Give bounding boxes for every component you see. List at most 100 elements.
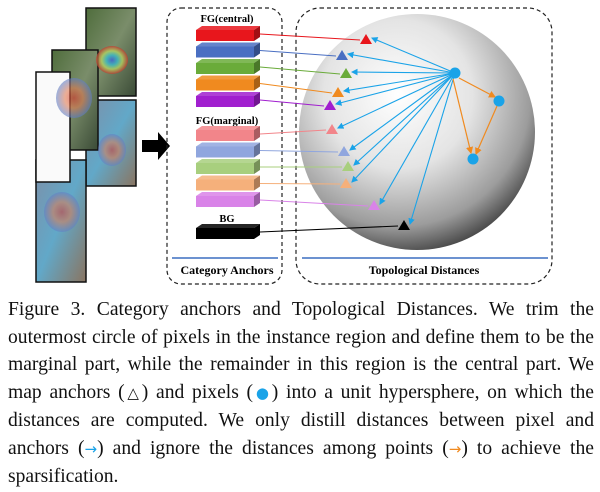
pixel-point	[467, 153, 479, 165]
pixel-anchor-links	[334, 37, 456, 226]
heatmap-overlay	[44, 192, 80, 232]
pixel-anchor-arrow	[334, 72, 456, 106]
anchor-triangle-icon	[338, 146, 350, 156]
topological-distances-title: Topological Distances	[369, 263, 480, 277]
point-link-arrow	[458, 77, 497, 98]
anchor-bar	[196, 130, 254, 141]
pixel-points	[449, 67, 505, 165]
caption-text: Category anchors and Topological Distanc…	[8, 299, 594, 403]
pixel-anchor-arrow	[351, 72, 456, 183]
anchor-triangle-icon: △	[124, 383, 142, 402]
anchor-bar-top	[196, 224, 260, 228]
figure-caption: Figure 3. Category anchors and Topologic…	[8, 296, 594, 491]
anchor-bar	[196, 63, 254, 74]
topological-distances-panel	[295, 7, 553, 285]
anchor-bar	[196, 46, 254, 58]
pixel-point	[449, 67, 461, 79]
anchor-triangle-icon	[360, 34, 372, 44]
anchor-bar-side	[254, 175, 260, 191]
caption-label: Figure 3.	[8, 299, 86, 320]
pixel-anchor-arrow	[346, 51, 456, 74]
input-image-stack	[35, 7, 137, 283]
anchor-connector-line	[259, 149, 339, 153]
anchor-bar	[196, 79, 254, 91]
bg-label: BG	[219, 214, 234, 225]
anchor-bar	[196, 30, 254, 41]
anchor-connector-line	[259, 225, 399, 233]
pixel-anchor-arrow	[370, 37, 456, 74]
orange-arrow-icon: →	[448, 439, 462, 458]
category-anchors-title: Category Anchors	[181, 263, 274, 277]
anchor-bar	[196, 146, 254, 158]
anchor-triangles	[324, 34, 410, 230]
anchor-bar-top	[196, 26, 260, 30]
anchor-triangle-icon	[340, 68, 352, 78]
anchor-triangle-icon	[336, 50, 348, 60]
anchor-bar-top	[196, 42, 260, 47]
anchor-bar-side	[254, 224, 260, 239]
caption-text: ) to achieve the sparsification.	[8, 437, 594, 488]
anchor-bar-side	[254, 159, 260, 174]
anchor-bar	[196, 163, 254, 174]
anchor-connector-line	[259, 199, 369, 207]
pixel-anchor-arrow	[349, 72, 456, 151]
anchor-connector-line	[259, 99, 325, 107]
anchor-connector-line	[259, 82, 333, 94]
anchor-bar-top	[196, 59, 260, 63]
caption-text: ) and ignore the distances among points …	[97, 437, 449, 459]
anchor-triangle-icon	[368, 200, 380, 210]
anchor-connector-line	[259, 129, 327, 135]
anchor-bar-top	[196, 142, 260, 147]
anchor-bar-side	[254, 142, 260, 158]
caption-paragraph: Figure 3. Category anchors and Topologic…	[8, 296, 594, 491]
caption-text: ) into a unit hypersphere, on which the …	[8, 381, 595, 459]
anchor-bar-top	[196, 159, 260, 163]
anchor-bar	[196, 228, 254, 239]
anchor-connector-line	[259, 66, 341, 75]
pixel-anchor-arrow	[353, 72, 456, 166]
heatmap-overlay	[56, 78, 92, 118]
flow-arrow-icon	[142, 132, 170, 160]
anchor-bar-side	[254, 126, 260, 141]
anchor-connectors	[259, 33, 399, 233]
anchor-bar-side	[254, 75, 260, 91]
point-links	[452, 77, 498, 156]
pixel-dot-icon: ●	[253, 383, 272, 402]
anchor-bar-side	[254, 42, 260, 58]
pixel-anchor-arrow	[408, 72, 456, 226]
anchor-bar-top	[196, 92, 260, 96]
anchor-bars	[196, 26, 260, 239]
point-link-arrow	[475, 105, 498, 156]
anchor-bar	[196, 179, 254, 191]
anchor-triangle-icon	[326, 124, 338, 134]
anchor-bar-top	[196, 126, 260, 130]
caption-text: ) and pixels (	[141, 381, 254, 403]
unit-hypersphere	[299, 14, 535, 250]
figure-3-diagram: Category Anchors FG(central) FG(marginal…	[35, 7, 553, 285]
heatmap-overlay	[98, 134, 126, 166]
anchor-connector-line	[259, 33, 361, 41]
anchor-bar-side	[254, 59, 260, 74]
anchor-bar-top	[196, 175, 260, 180]
heatmap-overlay	[96, 46, 128, 74]
anchor-bar	[196, 196, 254, 207]
anchor-triangle-icon	[340, 178, 352, 188]
fg-marginal-label: FG(marginal)	[196, 116, 259, 127]
anchor-bar-top	[196, 192, 260, 196]
category-anchors-panel	[166, 7, 283, 285]
pixel-anchor-arrow	[379, 72, 456, 205]
anchor-bar-side	[254, 92, 260, 107]
anchor-bar	[196, 96, 254, 107]
anchor-bar-side	[254, 192, 260, 207]
anchor-triangle-icon	[342, 161, 354, 171]
point-link-arrow	[452, 78, 474, 155]
pixel-anchor-arrow	[342, 72, 456, 94]
anchor-connector-line	[259, 182, 341, 185]
pixel-point	[493, 95, 505, 107]
fg-central-label: FG(central)	[200, 14, 254, 25]
blue-arrow-icon: →	[84, 439, 98, 458]
anchor-triangle-icon	[332, 87, 344, 97]
anchor-bar-top	[196, 75, 260, 80]
anchor-connector-line	[259, 49, 337, 57]
anchor-triangle-icon	[324, 100, 336, 110]
